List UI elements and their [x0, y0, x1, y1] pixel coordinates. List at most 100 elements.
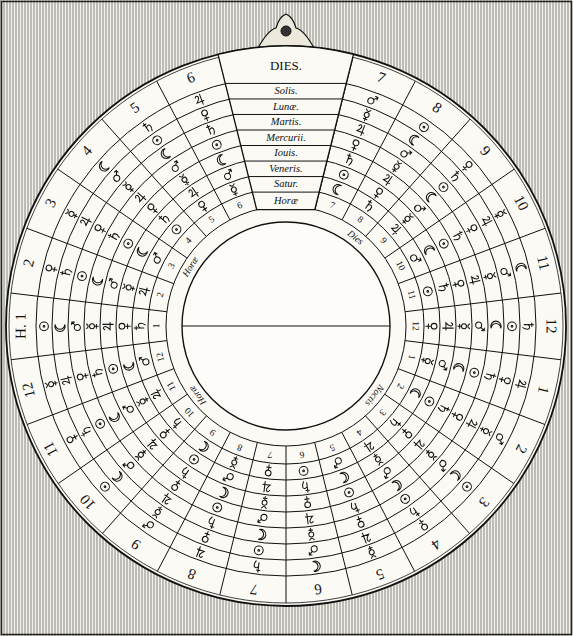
planet-symbol — [171, 479, 182, 491]
planet-symbol — [465, 418, 478, 429]
radial-line — [366, 119, 470, 236]
hour-number: 9 — [477, 143, 493, 159]
radial-line — [342, 81, 415, 220]
planet-symbol — [461, 480, 473, 492]
planet-symbol — [523, 323, 534, 329]
planet-symbol — [94, 224, 106, 234]
planet-symbol — [331, 183, 341, 195]
inner-hour-number: 12 — [410, 321, 420, 331]
inner-hour-number: 2 — [156, 292, 166, 299]
planet-symbol — [86, 324, 98, 329]
inner-hour-number: 6 — [299, 449, 305, 459]
planet-symbol — [72, 322, 81, 331]
planet-symbol — [61, 375, 73, 385]
planet-symbol — [450, 469, 462, 481]
planet-symbol — [491, 321, 501, 328]
planet-symbol — [134, 191, 147, 203]
planet-symbol — [188, 453, 200, 465]
planet-symbol — [195, 94, 205, 106]
planet-symbol — [107, 231, 120, 242]
planet-symbol — [494, 433, 506, 445]
planet-symbol — [381, 467, 393, 479]
planet-symbol — [139, 356, 150, 366]
planet-symbol — [343, 487, 354, 498]
ring-circle — [148, 188, 424, 464]
inner-hour-number: 6 — [236, 200, 244, 211]
planet-symbol — [60, 268, 72, 277]
planet-symbol — [265, 464, 272, 476]
planet-symbol — [253, 561, 261, 573]
planet-symbol — [332, 457, 343, 468]
hour-number: 10 — [77, 491, 98, 512]
planet-symbol — [302, 481, 310, 493]
planet-symbol — [77, 372, 89, 380]
planet-symbol — [211, 139, 222, 150]
planet-symbol — [258, 529, 266, 540]
hour-number: 12 — [20, 381, 38, 399]
hour-number: 8 — [430, 100, 445, 117]
panel-row-line — [226, 83, 347, 84]
planet-symbol — [188, 186, 200, 199]
planet-symbol — [305, 513, 313, 524]
inner-hour-number: 10 — [183, 405, 196, 418]
planet-symbol — [391, 161, 402, 173]
planet-symbol — [123, 403, 135, 415]
radial-line — [286, 446, 287, 603]
planet-symbol — [423, 244, 435, 255]
planet-symbol — [421, 357, 434, 365]
planet-symbol — [55, 324, 65, 331]
planet-symbol — [350, 139, 359, 151]
planet-symbol — [159, 427, 171, 439]
ring-circle — [9, 49, 563, 603]
hour-number: 11 — [534, 254, 552, 272]
planet-symbol — [438, 360, 449, 370]
panel-row-line — [245, 161, 327, 162]
planet-symbol — [123, 362, 135, 371]
planet-symbol — [216, 154, 226, 166]
planet-symbol — [108, 364, 119, 375]
planet-symbol — [79, 216, 92, 227]
planet-symbol — [308, 528, 314, 540]
planet-symbol — [161, 492, 173, 505]
radial-line — [102, 416, 206, 534]
planet-symbol — [389, 417, 401, 429]
panel-wedge — [218, 46, 353, 210]
day-name: Solis. — [274, 86, 297, 97]
radial-line — [385, 169, 514, 258]
ring-word: Dies — [345, 229, 365, 247]
planet-symbol — [452, 280, 464, 288]
planet-symbol — [408, 133, 420, 145]
planet-symbol — [409, 506, 420, 519]
planet-symbol — [418, 121, 430, 133]
planet-symbol — [179, 174, 190, 186]
hour-number: 7 — [374, 70, 386, 87]
planet-symbols — [40, 94, 534, 573]
ring-word: Horæ — [187, 383, 208, 406]
planet-symbol — [338, 169, 349, 180]
planet-symbol — [108, 278, 119, 288]
radial-line — [405, 341, 561, 360]
planet-symbol — [135, 247, 147, 258]
planet-symbol — [480, 216, 493, 227]
planet-symbol — [438, 403, 451, 414]
planet-symbol — [437, 283, 449, 292]
hour-number: 12 — [543, 319, 558, 334]
planet-symbol — [401, 427, 413, 439]
hour-number: 1 — [535, 384, 551, 395]
planet-symbol — [170, 223, 182, 235]
planet-symbol — [230, 184, 239, 197]
planet-symbol — [423, 396, 435, 408]
ring-circle — [166, 206, 406, 446]
planet-symbol — [195, 546, 205, 558]
planet-symbol — [479, 426, 492, 436]
planet-symbol — [150, 388, 163, 399]
planet-symbol — [418, 519, 429, 531]
planet-symbol — [123, 284, 136, 292]
planet-symbol — [207, 516, 217, 528]
planet-symbol — [230, 456, 239, 469]
hour-number: 2 — [20, 258, 36, 269]
planet-symbol — [469, 275, 481, 284]
planet-symbol — [137, 396, 150, 406]
day-name: Lunæ. — [273, 101, 299, 112]
planet-symbol — [340, 471, 350, 483]
